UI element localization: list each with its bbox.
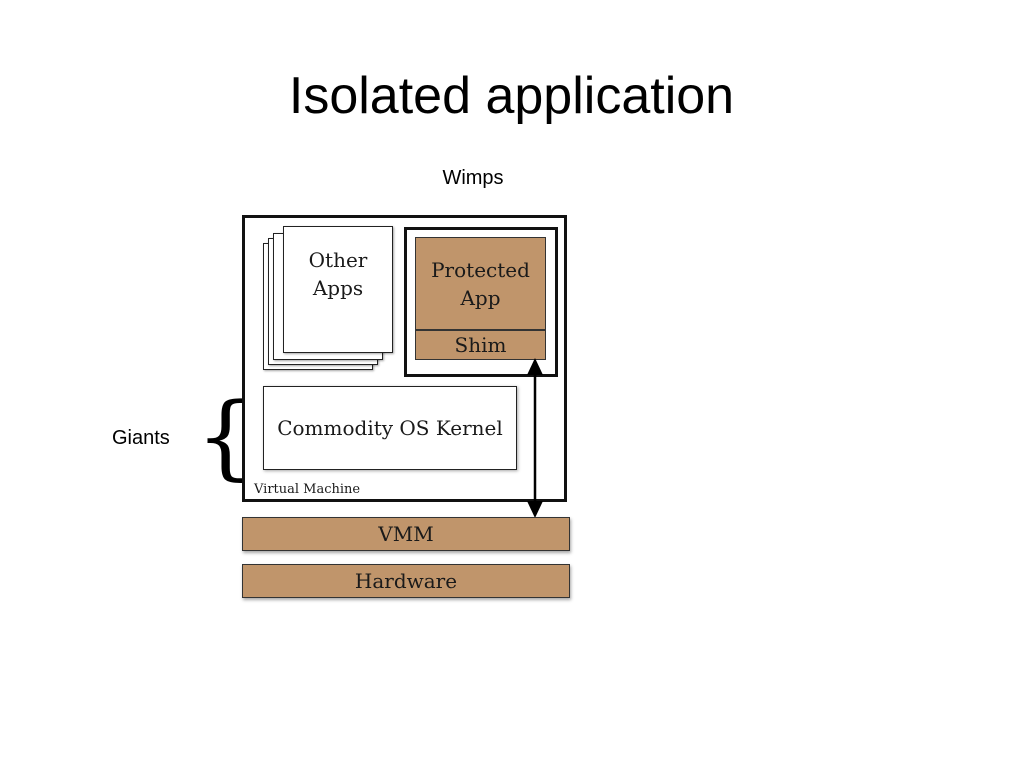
shim-box: Shim [415,330,546,360]
arrow-head-down [527,501,543,518]
giants-label: Giants [112,427,170,449]
arrow-head-up [527,358,543,375]
protected-app-label-line1: Protected [431,257,530,282]
kernel-label: Commodity OS Kernel [277,416,503,440]
shim-vmm-double-arrow [527,358,543,518]
other-apps-label-line1: Other [308,247,368,272]
protected-app-box: Protected App [415,237,546,330]
slide-title: Isolated application [288,67,735,125]
hardware-label: Hardware [354,569,458,593]
hardware-bar: Hardware [242,564,570,598]
other-apps-label-line2: Apps [312,275,364,300]
wimps-label: Wimps [442,167,504,189]
commodity-os-kernel-box: Commodity OS Kernel [263,386,517,470]
protected-app-label-line2: App [460,285,501,310]
vmm-bar: VMM [242,517,570,551]
vmm-label: VMM [378,522,434,546]
shim-label: Shim [454,333,507,357]
virtual-machine-label: Virtual Machine [254,482,361,497]
other-apps-box: Other Apps [283,226,393,353]
